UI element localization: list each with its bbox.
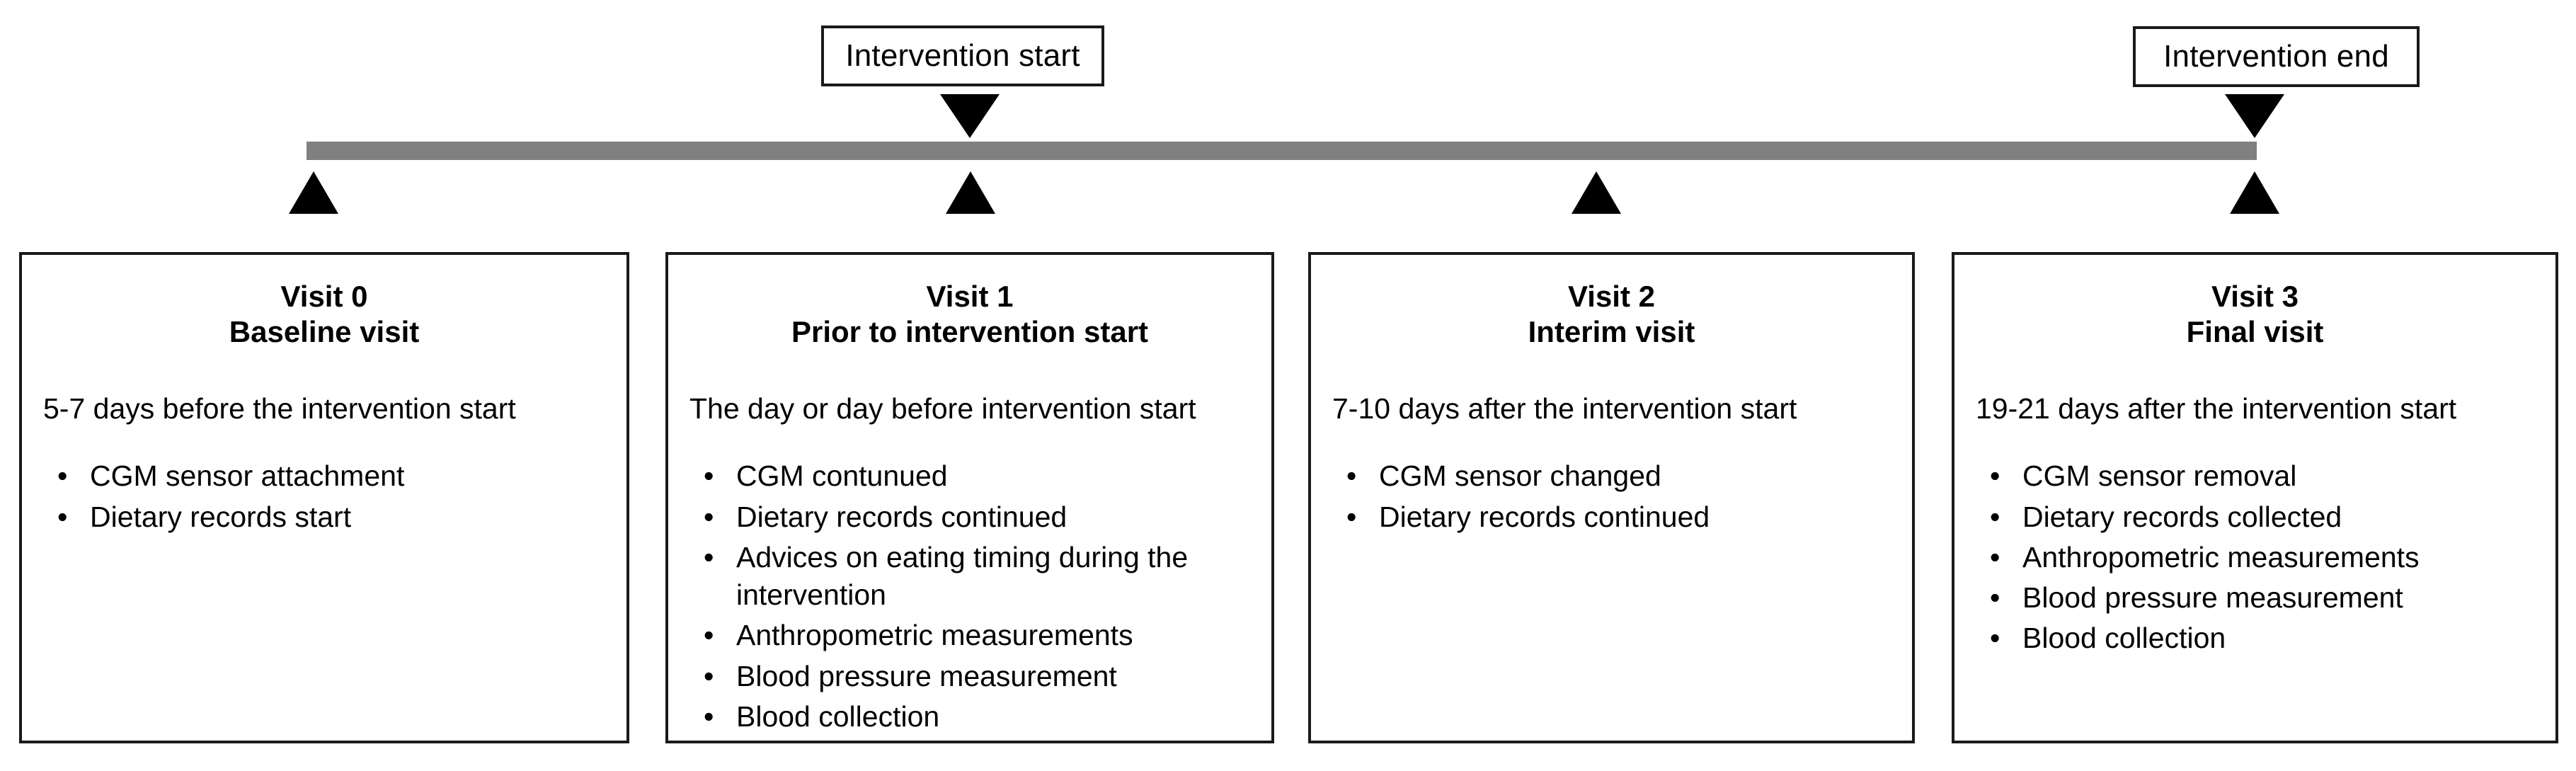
- bullet-icon: •: [1990, 500, 2000, 533]
- bullet-icon: •: [1346, 500, 1357, 533]
- visit-0-subtitle: Baseline visit: [229, 314, 420, 348]
- list-item: • CGM sensor changed: [1342, 457, 1894, 495]
- marker-visit-3-triangle-up-icon: [2230, 171, 2279, 214]
- visit-1-heading: Visit 1 Prior to intervention start: [687, 273, 1253, 349]
- visit-card-visit-2: Visit 2 Interim visit 7-10 days after th…: [1308, 252, 1915, 743]
- visit-card-visit-0: Visit 0 Baseline visit 5-7 days before t…: [19, 252, 629, 743]
- intervention-start-label: Intervention start: [821, 25, 1104, 86]
- marker-visit-0-triangle-up-icon: [289, 171, 338, 214]
- list-item: • CGM sensor removal: [1986, 457, 2537, 495]
- bullet-icon: •: [57, 459, 68, 493]
- list-item: • CGM sensor attachment: [53, 457, 608, 495]
- visit-2-activity-list: • CGM sensor changed • Dietary records c…: [1329, 457, 1894, 536]
- visit-0-heading: Visit 0 Baseline visit: [40, 273, 608, 349]
- visit-1-title: Visit 1: [926, 280, 1014, 313]
- activity-label: Anthropometric measurements: [2022, 540, 2420, 573]
- activity-label: Dietary records continued: [736, 500, 1067, 533]
- list-item: • Dietary records collected: [1986, 498, 2537, 536]
- intervention-end-label: Intervention end: [2133, 26, 2420, 87]
- visit-1-activity-list: • CGM contunued • Dietary records contin…: [687, 457, 1253, 736]
- visit-0-activity-list: • CGM sensor attachment • Dietary record…: [40, 457, 608, 536]
- activity-label: Blood collection: [736, 700, 940, 733]
- bullet-icon: •: [704, 540, 714, 573]
- bullet-icon: •: [1990, 581, 2000, 615]
- visit-3-heading: Visit 3 Final visit: [1973, 273, 2537, 349]
- triangle-end-icon: [2225, 94, 2284, 138]
- visit-2-title: Visit 2: [1568, 280, 1655, 313]
- list-item: • Advices on eating timing during the in…: [699, 539, 1253, 615]
- visit-3-timing: 19-21 days after the intervention start: [1976, 392, 2457, 426]
- list-item: • Blood pressure measurement: [699, 658, 1253, 695]
- visit-1-subtitle: Prior to intervention start: [791, 314, 1149, 348]
- visit-3-title: Visit 3: [2211, 280, 2299, 313]
- visit-3-activity-list: • CGM sensor removal • Dietary records c…: [1973, 457, 2537, 657]
- bullet-icon: •: [1990, 540, 2000, 573]
- bullet-icon: •: [1990, 622, 2000, 655]
- activity-label: CGM sensor attachment: [90, 459, 405, 493]
- bullet-icon: •: [1990, 459, 2000, 493]
- list-item: • Blood pressure measurement: [1986, 579, 2537, 617]
- timeline-bar: [307, 142, 2257, 160]
- list-item: • CGM contunued: [699, 457, 1253, 495]
- visit-0-title: Visit 0: [280, 280, 368, 313]
- visit-card-visit-1: Visit 1 Prior to intervention start The …: [665, 252, 1274, 743]
- bullet-icon: •: [704, 459, 714, 493]
- visit-2-timing: 7-10 days after the intervention start: [1332, 392, 1797, 426]
- triangle-down-icon: [940, 94, 1000, 138]
- marker-visit-1-triangle-up-icon: [946, 171, 995, 214]
- visit-2-heading: Visit 2 Interim visit: [1329, 273, 1894, 349]
- activity-label: Dietary records collected: [2022, 500, 2342, 533]
- activity-label: Blood collection: [2022, 622, 2226, 655]
- list-item: • Dietary records continued: [699, 498, 1253, 536]
- list-item: • Anthropometric measurements: [1986, 539, 2537, 576]
- activity-label: Dietary records continued: [1379, 500, 1710, 533]
- activity-label: CGM contunued: [736, 459, 948, 493]
- activity-label: CGM sensor removal: [2022, 459, 2297, 493]
- activity-label: Anthropometric measurements: [736, 619, 1133, 652]
- visit-card-visit-3: Visit 3 Final visit 19-21 days after the…: [1952, 252, 2558, 743]
- list-item: • Anthropometric measurements: [699, 617, 1253, 654]
- list-item: • Dietary records continued: [1342, 498, 1894, 536]
- activity-label: Dietary records start: [90, 500, 352, 533]
- marker-visit-2-triangle-up-icon: [1572, 171, 1621, 214]
- list-item: • Dietary records start: [53, 498, 608, 536]
- activity-label: Advices on eating timing during the inte…: [736, 540, 1189, 612]
- bullet-icon: •: [704, 619, 714, 652]
- bullet-icon: •: [704, 659, 714, 692]
- activity-label: CGM sensor changed: [1379, 459, 1661, 493]
- visit-3-subtitle: Final visit: [2186, 314, 2324, 348]
- bullet-icon: •: [704, 500, 714, 533]
- bullet-icon: •: [57, 500, 68, 533]
- list-item: • Blood collection: [699, 698, 1253, 736]
- visit-2-subtitle: Interim visit: [1528, 314, 1695, 348]
- activity-label: Blood pressure measurement: [736, 659, 1117, 692]
- list-item: • Blood collection: [1986, 619, 2537, 657]
- visit-1-timing: The day or day before intervention start: [689, 392, 1196, 426]
- activity-label: Blood pressure measurement: [2022, 581, 2403, 615]
- bullet-icon: •: [704, 700, 714, 733]
- visit-0-timing: 5-7 days before the intervention start: [43, 392, 516, 426]
- bullet-icon: •: [1346, 459, 1357, 493]
